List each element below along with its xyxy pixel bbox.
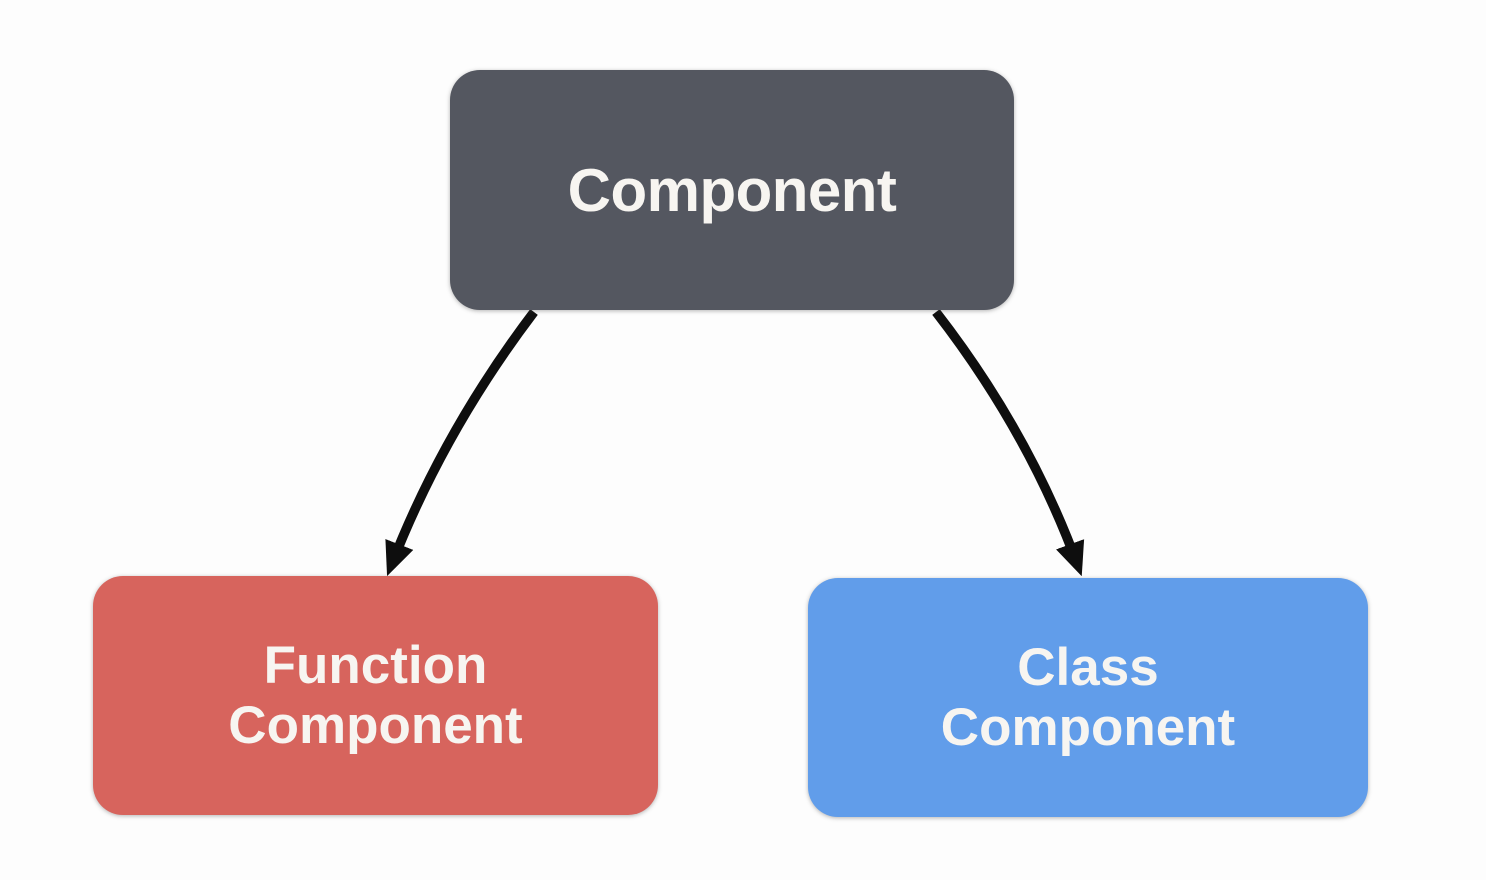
arrow-component-to-class-component [932,309,1085,577]
arrow-component-to-function-component [385,309,538,577]
node-class-component-label-line-2: Component [940,697,1236,757]
node-class-component: Class Component [808,578,1368,817]
node-component-label: Component [567,156,897,224]
node-class-component-label-line-1: Class [1017,638,1159,698]
node-component: Component [450,70,1014,310]
node-function-component-label-line-1: Function [263,636,488,696]
node-class-component-label: Class Component [941,638,1235,757]
node-function-component-label-line-2: Component [228,695,523,755]
node-function-component: Function Component [93,576,658,815]
node-function-component-label: Function Component [228,636,522,755]
